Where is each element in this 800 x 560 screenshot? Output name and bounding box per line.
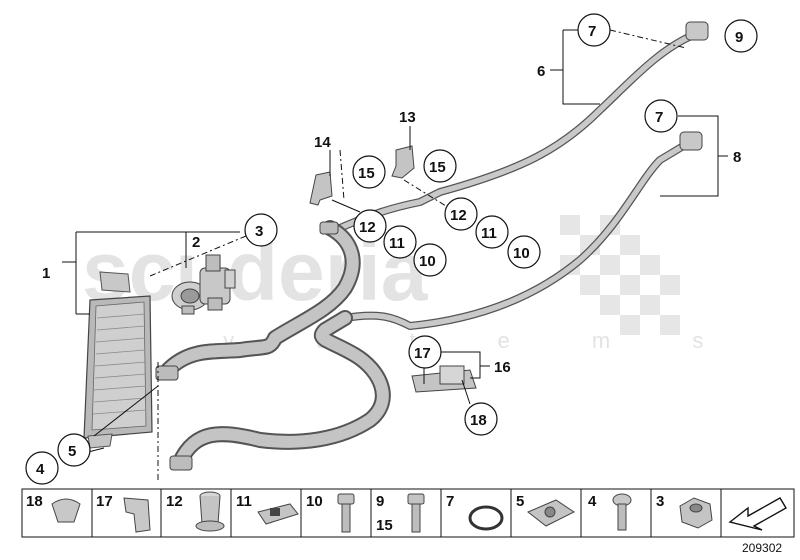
leader-lines: [62, 29, 728, 480]
oil-cooler: [83, 271, 153, 449]
parts-strip-cell-17: 17: [96, 493, 151, 533]
callout-15-left: 15: [358, 165, 375, 182]
parts-strip-cell-4: 4: [588, 493, 632, 531]
bolt-icon: [337, 493, 355, 505]
callout-3: 3: [255, 223, 263, 240]
watermark-checkered-flag: [560, 215, 680, 335]
callout-8: 8: [733, 149, 741, 166]
strip-number-3: 3: [656, 493, 664, 510]
parts-strip-cell-12: 12: [166, 491, 225, 532]
bolt-icon-2: [407, 493, 425, 505]
callout-6: 6: [537, 63, 545, 80]
arrow-icon: [728, 497, 787, 531]
upper-line-6: [336, 30, 700, 232]
upper-line-8: [341, 138, 694, 330]
thermostat-valve: [171, 254, 236, 315]
callout-7-lower: 7: [655, 109, 663, 126]
callout-12-left: 12: [359, 219, 376, 236]
brackets: [309, 145, 477, 393]
feed-hose: [160, 220, 361, 378]
strip-number-15: 15: [376, 517, 393, 534]
diagram-reference-number: 209302: [742, 541, 782, 555]
parts-strip-cell-9-15: 9 15: [376, 493, 425, 534]
strip-number-18: 18: [26, 493, 43, 510]
parts-strip: 18 17 12 11 10 9 15: [21, 488, 795, 538]
parts-strip-cell-3: 3: [656, 493, 713, 529]
line-fittings: [155, 21, 709, 471]
hex-nut-icon: [679, 497, 713, 529]
parts-strip-cell-18: 18: [26, 493, 81, 523]
bracket-13: [391, 145, 415, 179]
parts-strip-cell-10: 10: [306, 493, 355, 533]
callout-13: 13: [399, 109, 416, 126]
strip-number-5: 5: [516, 493, 524, 510]
strip-number-7: 7: [446, 493, 454, 510]
oil-lines: [160, 30, 700, 470]
callout-10-left: 10: [419, 253, 436, 270]
callout-14: 14: [314, 134, 331, 151]
strip-number-17: 17: [96, 493, 113, 510]
parts-strip-cell-arrow: [728, 497, 787, 531]
callout-12-right: 12: [450, 207, 467, 224]
callout-10-right: 10: [513, 245, 530, 262]
clip-icon: [51, 498, 81, 523]
strip-number-12: 12: [166, 493, 183, 510]
parts-strip-cell-7: 7: [446, 493, 504, 531]
callouts: 1 2 3 4 5 6 7 7 8 9 10 10 11 11 12 12 13…: [25, 13, 758, 485]
return-hose: [172, 310, 391, 470]
callout-16: 16: [494, 359, 511, 376]
callout-2: 2: [192, 234, 200, 251]
callout-7-upper: 7: [588, 23, 596, 40]
callout-11-left: 11: [389, 235, 405, 252]
callout-15-right: 15: [429, 159, 446, 176]
callout-5: 5: [68, 443, 76, 460]
o-ring-icon: [468, 505, 504, 531]
parts-strip-cell-11: 11: [236, 493, 299, 525]
strip-number-4: 4: [588, 493, 597, 510]
callout-4: 4: [36, 461, 45, 478]
bracket-icon: [123, 497, 151, 533]
strip-number-10: 10: [306, 493, 323, 510]
callout-1: 1: [42, 265, 50, 282]
callout-11-right: 11: [481, 225, 497, 242]
callout-18: 18: [470, 412, 487, 429]
callout-9: 9: [735, 29, 743, 46]
strip-number-9: 9: [376, 493, 384, 510]
callout-17: 17: [414, 345, 431, 362]
bracket-14: [309, 171, 333, 206]
parts-strip-cell-5: 5: [516, 493, 575, 527]
strip-number-11: 11: [236, 493, 252, 510]
